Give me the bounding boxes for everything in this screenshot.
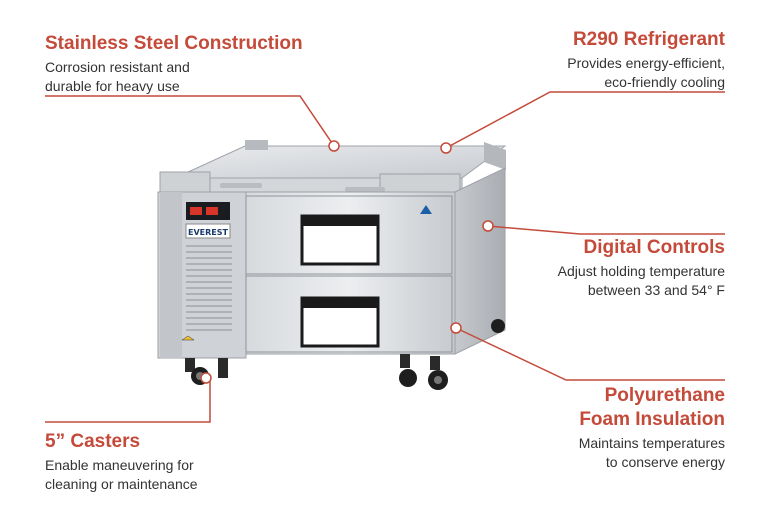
dot-casters <box>200 372 212 384</box>
dot-r290 <box>440 142 452 154</box>
callout-description: Provides energy-efficient, eco-friendly … <box>465 54 725 92</box>
dot-foam <box>450 322 462 334</box>
callout-title: Polyurethane Foam Insulation <box>485 384 725 432</box>
desc-line: between 33 and 54° F <box>587 282 725 298</box>
desc-line: Maintains temperatures <box>578 435 725 451</box>
callout-digital-controls: Digital Controls Adjust holding temperat… <box>485 236 725 300</box>
leader-steel <box>45 95 335 147</box>
callout-title: Digital Controls <box>583 237 725 258</box>
leader-foam <box>455 327 725 381</box>
callout-title: R290 Refrigerant <box>572 29 725 50</box>
leader-casters <box>45 378 211 423</box>
desc-line: durable for heavy use <box>45 78 180 94</box>
desc-line: Enable maneuvering for <box>45 457 194 473</box>
desc-line: eco-friendly cooling <box>604 74 725 90</box>
callout-description: Corrosion resistant and durable for heav… <box>45 58 345 96</box>
desc-line: Adjust holding temperature <box>557 263 725 279</box>
desc-line: Provides energy-efficient, <box>567 55 725 71</box>
dot-digital <box>482 220 494 232</box>
callout-description: Enable maneuvering for cleaning or maint… <box>45 456 305 494</box>
callout-casters: 5” Casters Enable maneuvering for cleani… <box>45 430 305 494</box>
callout-title: 5” Casters <box>45 431 141 452</box>
title-line: Foam Insulation <box>579 409 725 430</box>
brand-logo: EVEREST <box>188 228 229 237</box>
leader-digital <box>487 225 725 235</box>
callout-foam-insulation: Polyurethane Foam Insulation Maintains t… <box>485 384 725 472</box>
steel-top-surface <box>174 145 507 179</box>
callout-description: Maintains temperatures to conserve energ… <box>485 434 725 472</box>
desc-line: Corrosion resistant and <box>45 59 190 75</box>
title-line: Polyurethane <box>604 385 725 406</box>
callout-description: Adjust holding temperature between 33 an… <box>485 262 725 300</box>
leader-r290 <box>445 91 725 149</box>
callout-r290-refrigerant: R290 Refrigerant Provides energy-efficie… <box>465 28 725 92</box>
callout-stainless-steel: Stainless Steel Construction Corrosion r… <box>45 32 345 96</box>
desc-line: to conserve energy <box>605 454 725 470</box>
dot-steel <box>328 140 340 152</box>
vent-grille <box>186 245 232 331</box>
desc-line: cleaning or maintenance <box>45 476 198 492</box>
callout-title: Stainless Steel Construction <box>45 33 303 54</box>
